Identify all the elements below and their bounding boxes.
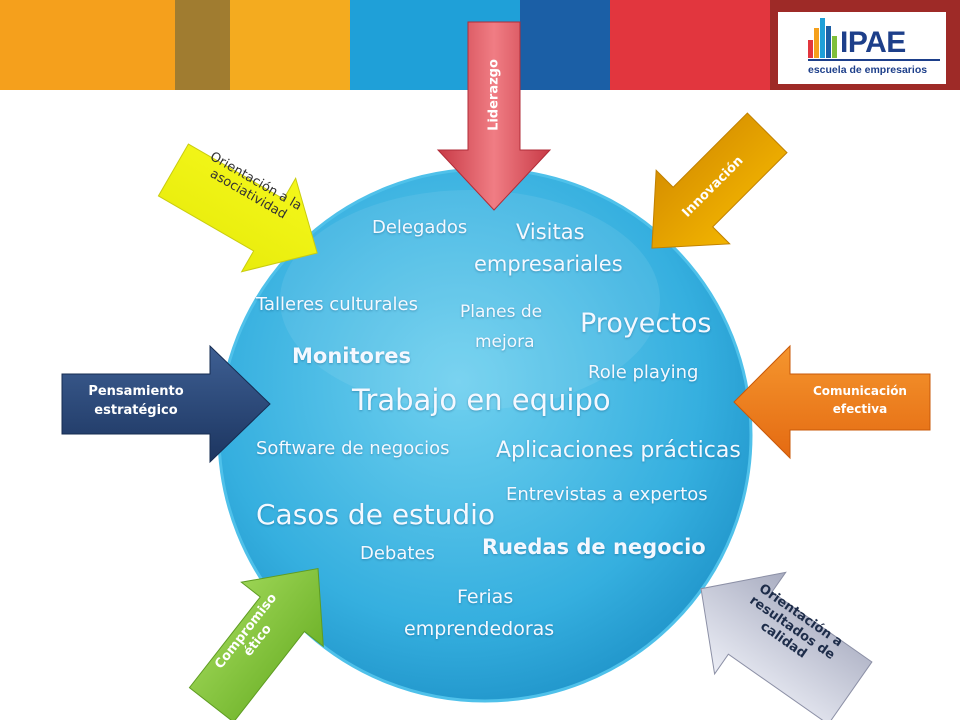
item-planes-line2: mejora xyxy=(475,332,535,352)
arrow-pensamiento xyxy=(61,344,271,464)
label-liderazgo: Liderazgo xyxy=(486,59,502,131)
item-software: Software de negocios xyxy=(256,438,450,459)
header-stripe-blue xyxy=(520,0,610,90)
item-visitas-line2: empresariales xyxy=(474,252,623,276)
item-talleres: Talleres culturales xyxy=(256,294,418,315)
item-monitores: Monitores xyxy=(292,344,412,368)
ipae-logo: IPAE escuela de empresarios xyxy=(778,12,946,84)
arrow-comunicacion xyxy=(733,344,931,460)
logo-bars-icon xyxy=(808,18,837,58)
label-pensamiento: Pensamiento estratégico xyxy=(62,384,210,418)
label-comunicacion: Comunicación efectiva xyxy=(800,384,920,416)
item-aplicaciones: Aplicaciones prácticas xyxy=(496,438,741,463)
item-role-playing: Role playing xyxy=(588,362,699,383)
item-trabajo-en-equipo: Trabajo en equipo xyxy=(352,383,611,417)
item-casos: Casos de estudio xyxy=(256,498,496,531)
item-delegados: Delegados xyxy=(372,217,468,238)
arrow-asociatividad xyxy=(157,143,318,273)
item-planes-line1: Planes de xyxy=(460,302,543,322)
label-comunicacion-line2: efectiva xyxy=(832,402,888,416)
circle-highlight xyxy=(280,190,660,410)
label-pensamiento-line2: estratégico xyxy=(94,403,178,418)
item-visitas-line1: Visitas xyxy=(516,220,585,244)
arrow-innovacion xyxy=(651,112,788,249)
header-stripe-yellow xyxy=(230,0,350,90)
arrow-resultados xyxy=(700,571,873,720)
label-pensamiento-line1: Pensamiento xyxy=(88,384,184,399)
item-debates: Debates xyxy=(360,543,435,564)
logo-subtitle: escuela de empresarios xyxy=(808,64,928,76)
item-proyectos: Proyectos xyxy=(580,308,712,339)
logo-name: IPAE xyxy=(840,26,906,59)
arrow-compromiso xyxy=(188,567,324,720)
item-ferias-line1: Ferias xyxy=(457,586,514,608)
arrow-liderazgo xyxy=(436,21,552,211)
header-stripe-olive xyxy=(175,0,230,90)
item-entrevistas: Entrevistas a expertos xyxy=(506,484,708,505)
label-comunicacion-line1: Comunicación xyxy=(813,384,907,398)
header-stripe-red xyxy=(610,0,770,90)
logo-divider xyxy=(808,59,940,61)
item-ruedas: Ruedas de negocio xyxy=(482,535,706,559)
item-ferias-line2: emprendedoras xyxy=(404,618,555,640)
header-stripe-orange xyxy=(0,0,175,90)
